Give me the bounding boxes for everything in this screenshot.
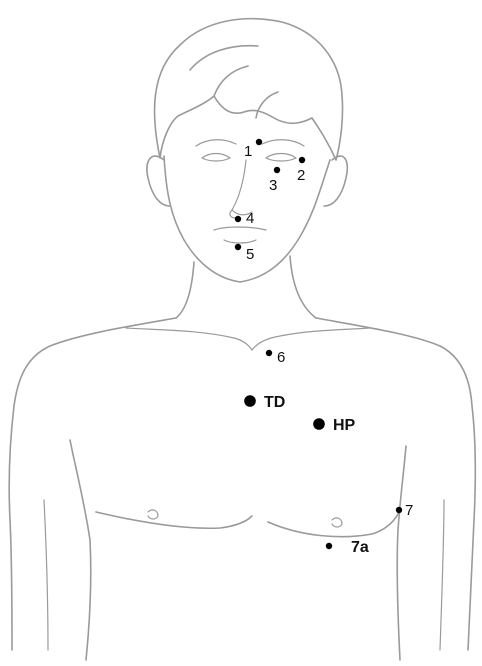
acupoint-marker	[274, 167, 280, 173]
right-clavicle	[252, 328, 370, 350]
acupoint-label: 5	[246, 246, 254, 263]
acupoint-label: 1	[244, 143, 252, 160]
acupoint-layer: 1 2 34 5 6TD HP 7 7a	[235, 139, 414, 556]
acupoint-marker	[235, 216, 241, 222]
acupoint-p4: 4	[235, 210, 255, 227]
acupoint-marker	[396, 507, 402, 513]
acupoint-p1: 1	[244, 139, 262, 160]
acupoint-label: 3	[269, 177, 277, 194]
left-shoulder	[9, 318, 176, 650]
right-brow	[262, 140, 304, 146]
left-brow	[196, 140, 236, 146]
acupoint-label: TD	[264, 394, 285, 411]
left-arm-inner	[44, 500, 48, 650]
hair-outline	[155, 19, 343, 160]
acupoint-label: HP	[333, 417, 356, 434]
right-ear	[324, 156, 347, 206]
left-nipple	[148, 510, 158, 519]
acupoint-marker	[256, 139, 262, 145]
acupoint-marker	[299, 157, 305, 163]
left-pectoral	[96, 512, 252, 528]
acupoint-label: 4	[246, 210, 254, 227]
acupoint-p7a: 7a	[326, 539, 369, 556]
right-arm-inner	[440, 500, 444, 650]
acupoint-label: 6	[277, 349, 285, 366]
neck-left	[176, 262, 194, 318]
right-nipple	[332, 518, 342, 527]
acupoint-marker	[266, 350, 272, 356]
right-eye	[266, 154, 296, 162]
acupoint-label: 2	[297, 167, 305, 184]
left-clavicle	[126, 328, 252, 350]
acupoint-p3: 3	[269, 167, 280, 194]
acupoint-p2: 2	[297, 157, 305, 184]
left-torso-side	[70, 440, 91, 660]
left-eye	[202, 154, 230, 162]
acupoint-marker	[235, 244, 241, 250]
acupoint-marker	[326, 543, 332, 549]
acupoint-p5: 5	[235, 244, 255, 263]
right-torso-side	[397, 446, 406, 660]
right-pectoral	[268, 510, 400, 537]
acupoint-hp: HP	[313, 417, 355, 434]
neck-right	[290, 256, 316, 318]
acupoint-marker	[244, 395, 256, 407]
acupoint-td: TD	[244, 394, 285, 411]
mouth	[214, 227, 266, 243]
acupoint-p6: 6	[266, 349, 286, 366]
acupoint-marker	[313, 418, 325, 430]
right-shoulder	[316, 318, 475, 650]
acupoint-label: 7	[405, 502, 413, 519]
acupoint-label: 7a	[351, 539, 369, 556]
